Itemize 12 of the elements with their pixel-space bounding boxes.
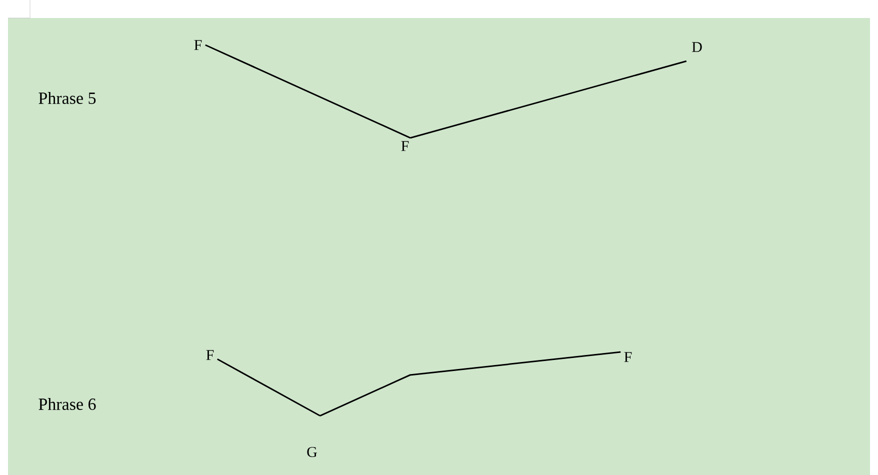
melody-line [320, 351, 621, 416]
melody-line [205, 44, 411, 139]
note-label: D [692, 42, 702, 52]
note-label: G [307, 446, 317, 458]
note-label: F [206, 350, 214, 360]
note-label: F [401, 141, 409, 151]
note-label: F [194, 40, 202, 50]
phrase-label: Phrase 6 [38, 398, 96, 410]
note-label: F [624, 352, 632, 362]
melody-line [217, 358, 320, 416]
melody-line [410, 60, 687, 139]
phrase-label: Phrase 5 [38, 92, 96, 104]
